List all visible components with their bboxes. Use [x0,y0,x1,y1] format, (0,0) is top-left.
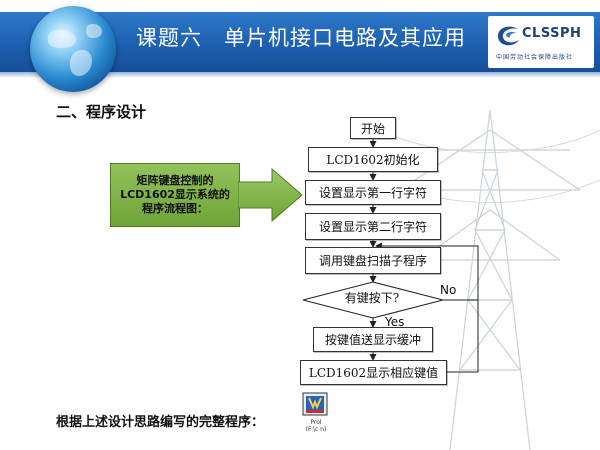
flow-lcd-init: LCD1602初始化 [308,147,438,172]
file-label-line-2: (F:\c n) [305,426,327,433]
flow-scan-keys: 调用键盘扫描子程序 [305,247,441,274]
section-heading: 二、程序设计 [56,103,147,121]
callout-arrow [238,168,303,222]
flow-key-pressed: 有键按下? [344,291,400,305]
globe-icon [30,6,116,92]
callout-line-1: 矩阵键盘控制的 [136,174,214,187]
flow-send-buffer: 按键值送显示缓冲 [313,327,433,352]
flow-show-key: LCD1602显示相应键值 [300,360,447,385]
publisher-name: CLSSPH [522,26,582,41]
file-label-line-1: Prol [310,419,322,426]
page-title: 课题六单片机接口电路及其应用 [136,22,466,52]
flow-start: 开始 [350,117,396,139]
flow-set-line-2: 设置显示第二行字符 [305,213,441,240]
decision-diamond [302,281,444,319]
publisher-swirl-icon [498,26,519,46]
program-file-label[interactable]: Prol (F:\c n) [296,419,336,433]
program-file-icon[interactable] [302,392,332,418]
publisher-subtitle: 中国劳动社会保障出版社 [496,54,574,61]
callout-line-2: LCD1602显示系统的 [120,188,230,201]
callout-line-3: 程序流程图： [141,202,208,215]
callout-box: 矩阵键盘控制的 LCD1602显示系统的 程序流程图： [110,163,240,227]
footer-text: 根据上述设计思路编写的完整程序： [56,415,265,430]
chapter-title: 单片机接口电路及其应用 [224,26,466,50]
branch-yes-label: Yes [385,315,405,329]
chapter-label: 课题六 [136,26,202,50]
flow-set-line-1: 设置显示第一行字符 [305,180,441,205]
branch-no-label: No [440,283,457,297]
